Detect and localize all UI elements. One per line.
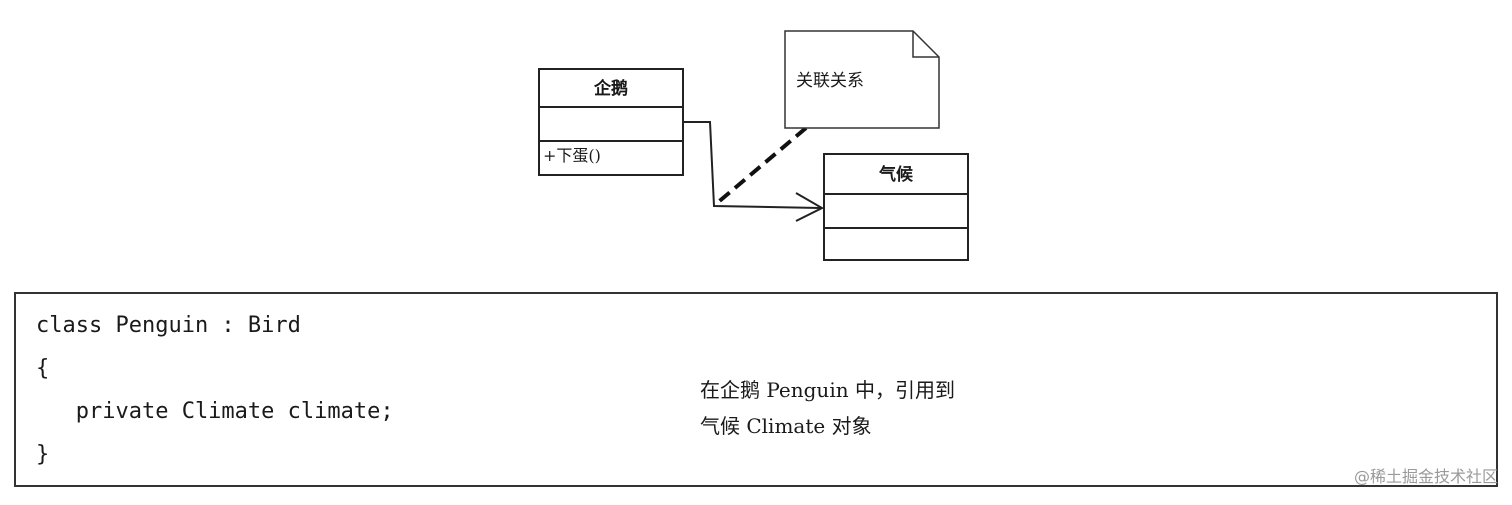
code-box: class Penguin : Bird { private Climate c… <box>14 292 1498 487</box>
code-line: private Climate climate; <box>36 399 394 424</box>
code-line: class Penguin : Bird <box>36 313 301 338</box>
class-attributes <box>825 195 967 229</box>
callout-text: 在企鹅 Penguin 中，引用到 气候 Climate 对象 <box>700 372 1060 444</box>
class-climate: 气候 <box>823 153 969 261</box>
class-attributes <box>540 108 682 142</box>
class-operations <box>825 229 967 259</box>
class-name: 气候 <box>825 155 967 195</box>
code-line: { <box>36 356 50 381</box>
class-name: 企鹅 <box>540 70 682 108</box>
association-line <box>684 121 821 209</box>
association-arrowhead <box>795 192 825 222</box>
class-penguin: 企鹅 +下蛋() <box>538 68 684 176</box>
callout-line: 气候 Climate 对象 <box>700 414 872 438</box>
note-connector <box>714 126 808 206</box>
code-line: } <box>36 442 50 467</box>
note-fold <box>912 31 939 58</box>
callout-line: 在企鹅 Penguin 中，引用到 <box>700 378 955 402</box>
note-text: 关联关系 <box>796 71 864 91</box>
note-shape <box>784 30 940 129</box>
watermark: @稀土掘金技术社区 <box>1353 467 1498 486</box>
class-operation: +下蛋() <box>543 146 601 165</box>
